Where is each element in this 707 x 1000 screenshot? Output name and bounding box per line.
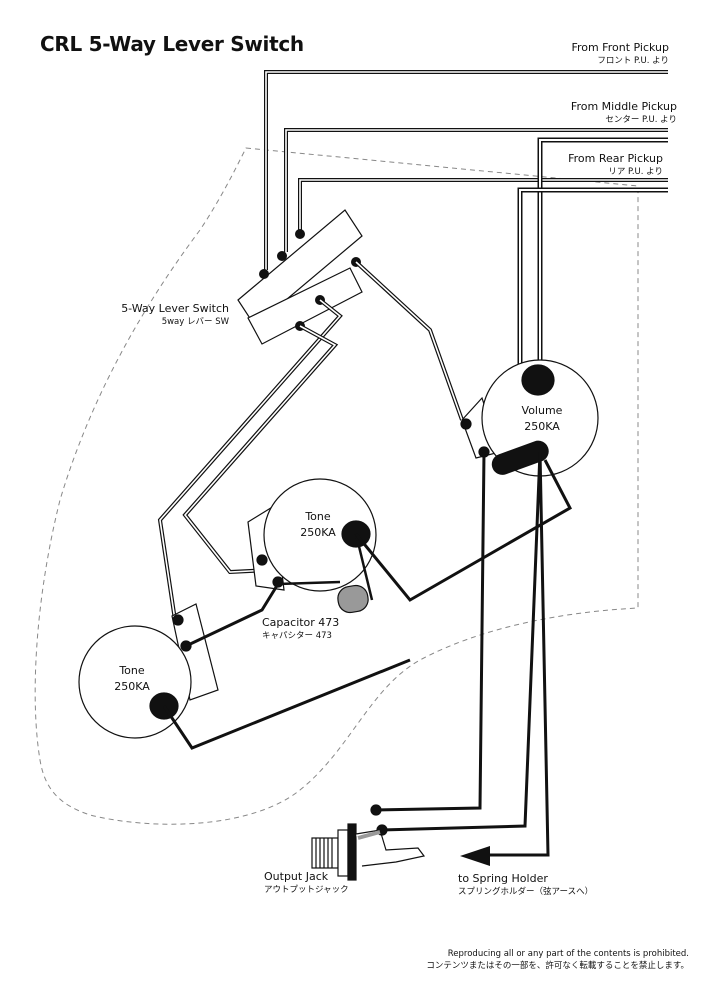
- pickguard-outline: [34, 147, 639, 825]
- front-pickup-label-jp: フロント P.U. より: [597, 56, 669, 66]
- spring-holder-label: to Spring Holder スプリングホルダー（弦アースへ）: [458, 872, 593, 897]
- capacitor-label: Capacitor 473 キャパシター 473: [262, 616, 339, 641]
- copyright-notice-en: Reproducing all or any part of the conte…: [447, 949, 689, 959]
- switch-label: 5-Way Lever Switch 5way レバー SW: [121, 302, 229, 327]
- lever-switch: [237, 209, 363, 345]
- middle-pickup-label: From Middle Pickup センター P.U. より: [571, 100, 677, 125]
- spring-holder-arrow: [460, 846, 490, 866]
- switch-label-en: 5-Way Lever Switch: [121, 302, 229, 315]
- switch-wires: [157, 260, 464, 621]
- tone-pot-1: [78, 603, 219, 739]
- ground-bus: [162, 451, 572, 857]
- middle-pickup-label-en: From Middle Pickup: [570, 100, 677, 113]
- volume-label: Volume 250KA: [500, 404, 584, 433]
- copyright-notice-jp: コンテンツまたはその一部を、許可なく転載することを禁止します。: [426, 961, 689, 971]
- capacitor: [277, 533, 374, 614]
- tone1-label: Tone 250KA: [90, 664, 174, 693]
- rear-pickup-label-en: From Rear Pickup: [568, 152, 663, 165]
- front-pickup-label: From Front Pickup フロント P.U. より: [571, 41, 669, 66]
- page-title: CRL 5-Way Lever Switch: [40, 32, 304, 56]
- rear-pickup-label: From Rear Pickup リア P.U. より: [568, 152, 663, 177]
- capacitor-label-jp: キャパシター 473: [262, 631, 332, 641]
- tone1-label-value: 250KA: [114, 680, 150, 693]
- tone2-label-value: 250KA: [300, 526, 336, 539]
- jack-label-jp: アウトプットジャック: [264, 885, 349, 895]
- rear-pickup-label-jp: リア P.U. より: [608, 167, 663, 177]
- tone2-label: Tone 250KA: [276, 510, 360, 539]
- middle-pickup-label-jp: センター P.U. より: [605, 115, 677, 125]
- volume-label-name: Volume: [521, 404, 563, 417]
- switch-label-jp: 5way レバー SW: [161, 317, 229, 327]
- spring-holder-label-en: to Spring Holder: [458, 872, 548, 885]
- jack-label-en: Output Jack: [264, 870, 329, 883]
- pickup-leads: [264, 70, 668, 378]
- copyright-notice: Reproducing all or any part of the conte…: [426, 948, 689, 972]
- spring-holder-label-jp: スプリングホルダー（弦アースへ）: [458, 887, 594, 897]
- tone1-label-name: Tone: [119, 664, 145, 677]
- output-jack: [311, 804, 426, 881]
- jack-label: Output Jack アウトプットジャック: [264, 870, 349, 895]
- tone2-label-name: Tone: [305, 510, 331, 523]
- front-pickup-label-en: From Front Pickup: [571, 41, 669, 54]
- capacitor-label-en: Capacitor 473: [262, 616, 340, 629]
- volume-label-value: 250KA: [524, 420, 560, 433]
